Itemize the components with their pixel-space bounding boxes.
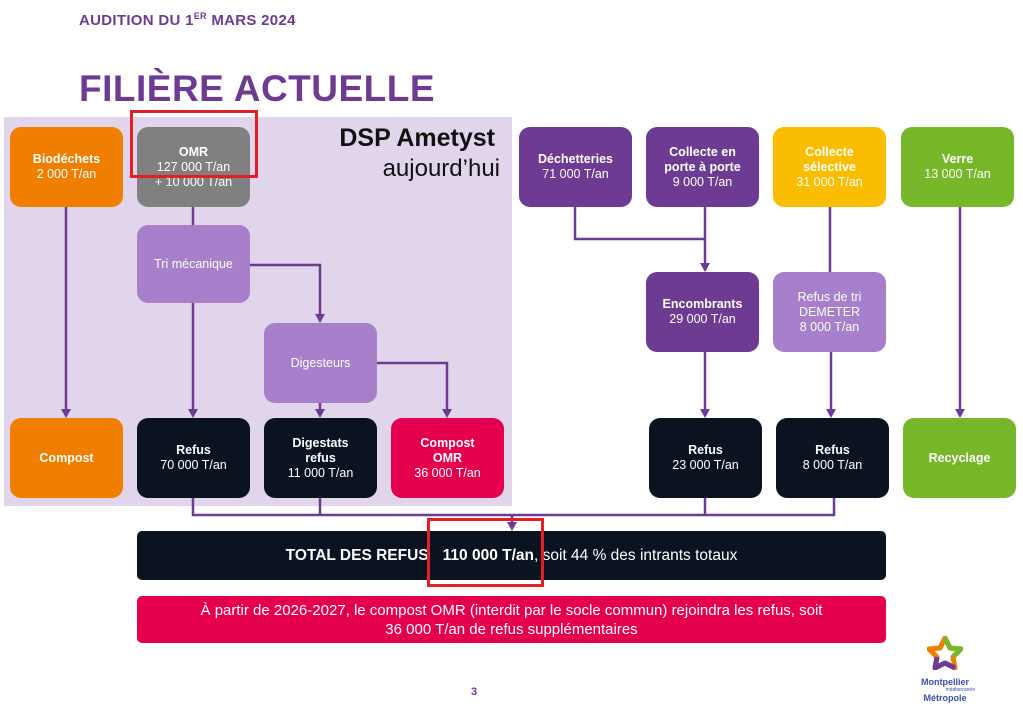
arrowhead <box>700 409 710 418</box>
box-value: 71 000 T/an <box>542 167 609 181</box>
header-sup: ER <box>193 11 207 21</box>
future-note: À partir de 2026-2027, le compost OMR (i… <box>137 596 886 643</box>
arrowhead <box>315 314 325 323</box>
zone-subtitle: aujourd’hui <box>382 155 500 182</box>
arrowhead <box>507 522 517 531</box>
box-value: 2 000 T/an <box>36 167 97 181</box>
line-dechetteries-encombrants <box>573 207 705 241</box>
box-value: 36 000 T/an <box>414 465 481 480</box>
box-title: Refus <box>815 443 850 457</box>
arrowhead <box>315 409 325 418</box>
box-value: 31 000 T/an <box>796 174 863 189</box>
box-title: Recyclage <box>928 450 991 465</box>
box-title: Collecte sélective <box>803 144 856 174</box>
total-label: TOTAL DES REFUS <box>285 546 429 564</box>
box-digesteurs: Digesteurs <box>264 323 377 403</box>
star-logo-icon <box>926 635 964 671</box>
box-title: Digestats refus <box>292 435 349 465</box>
box-title: OMR <box>178 144 209 159</box>
box-title: Refus <box>688 443 723 457</box>
montpellier-logo: Montpellier méditerranée Métropole <box>905 635 985 703</box>
arrowhead <box>61 409 71 418</box>
arrowhead <box>700 263 710 272</box>
note-line1: À partir de 2026-2027, le compost OMR (i… <box>200 601 823 619</box>
box-title: Compost OMR <box>420 435 475 465</box>
box-title: Tri mécanique <box>154 256 233 271</box>
note-line2: 36 000 T/an de refus supplémentaires <box>385 620 638 638</box>
box-recyclage: Recyclage <box>903 418 1016 498</box>
collector-line <box>191 498 836 517</box>
arrowhead <box>955 409 965 418</box>
header-text2: MARS 2024 <box>206 12 296 29</box>
slide-header: AUDITION DU 1ER MARS 2024 <box>79 11 296 29</box>
arrowhead <box>442 409 452 418</box>
box-value: 13 000 T/an <box>924 167 991 181</box>
arrow-digesteurs-compost-omr <box>377 361 449 416</box>
page-title: FILIÈRE ACTUELLE <box>79 68 436 109</box>
box-title: Compost <box>39 450 94 465</box>
zone-title: DSP Ametyst <box>339 124 495 152</box>
total-rest: , soit 44 % des intrants totaux <box>533 546 738 564</box>
box-tri-mecanique: Tri mécanique <box>137 225 250 303</box>
box-title: Digesteurs <box>290 355 351 370</box>
highlight-total <box>427 518 544 587</box>
highlight-omr <box>130 110 258 178</box>
total-value: 110 000 T/an <box>442 546 534 564</box>
total-refus-bar: TOTAL DES REFUS 110 000 T/an, soit 44 % d… <box>137 531 886 580</box>
header-text: AUDITION DU 1 <box>79 12 194 29</box>
arrowhead <box>188 409 198 418</box>
box-title: Biodéchets <box>32 152 101 166</box>
box-compost: Compost <box>10 418 123 498</box>
arrow-tri-digesteurs <box>250 263 322 321</box>
box-value-extra: + 10 000 T/an <box>154 174 233 189</box>
box-value: 8 000 T/an <box>802 458 863 472</box>
box-value: 127 000 T/an <box>156 159 231 174</box>
box-title: Refus <box>176 443 211 457</box>
box-title: Déchetteries <box>537 152 614 166</box>
arrowhead <box>826 409 836 418</box>
logo-line3: Métropole <box>923 693 967 703</box>
box-value: 8 000 T/an <box>799 319 860 334</box>
logo-line2: méditerranée <box>945 687 975 693</box>
box-title: Verre <box>941 152 974 166</box>
logo-line1: Montpellier <box>920 677 969 687</box>
box-value: 70 000 T/an <box>160 458 227 472</box>
box-title: Refus de tri DEMETER <box>797 289 862 319</box>
box-title: Encombrants <box>662 297 743 311</box>
box-value: 11 000 T/an <box>287 465 354 480</box>
page-number: 3 <box>471 686 478 698</box>
box-value: 9 000 T/an <box>672 174 733 189</box>
box-title: Collecte en porte à porte <box>664 144 741 174</box>
box-value: 29 000 T/an <box>669 312 736 326</box>
box-value: 23 000 T/an <box>672 458 739 472</box>
